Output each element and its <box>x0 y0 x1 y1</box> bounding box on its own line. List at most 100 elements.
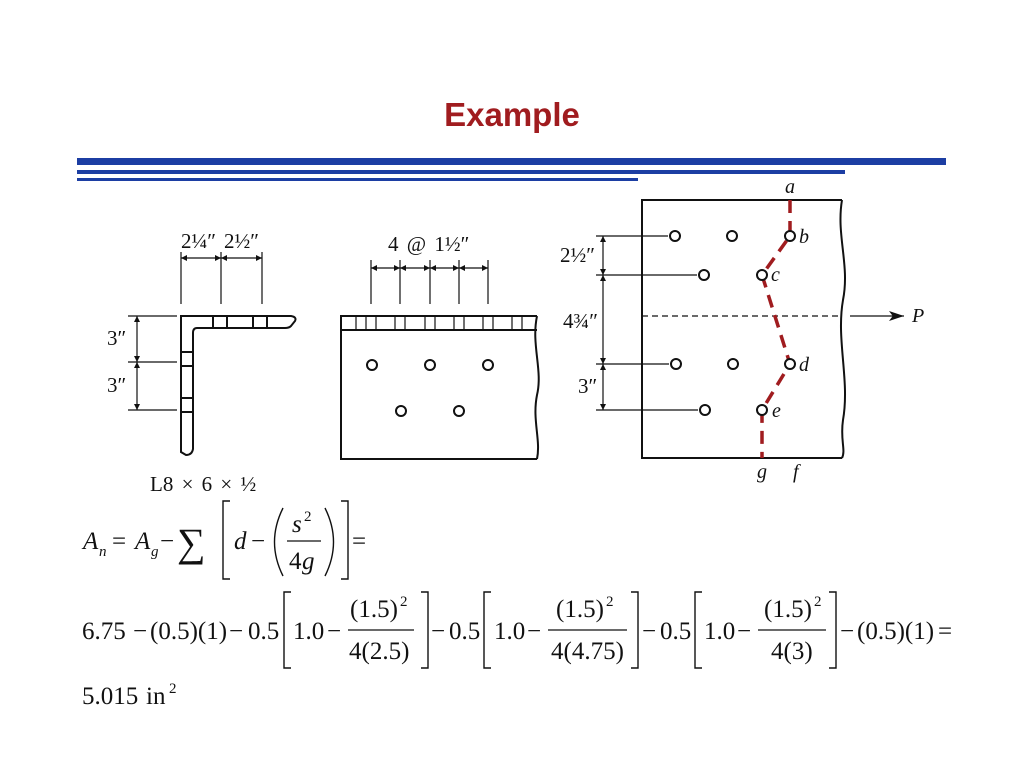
bolt-hole <box>784 230 796 242</box>
path-point-label-a: a <box>785 176 795 198</box>
gross-area-symbol: A <box>133 528 151 555</box>
gage-symbol: g <box>302 548 315 575</box>
gage-coefficient: 4 <box>289 548 302 575</box>
thickness-value: 0.5 <box>660 618 691 645</box>
bolt-hole-mark <box>180 397 194 413</box>
minus-sign: − <box>133 618 147 645</box>
stagger-exponent: 2 <box>606 594 614 610</box>
net-area-formula: A n = A g − ∑ d − s 2 4 g = <box>81 500 366 580</box>
right-parenthesis <box>324 507 335 577</box>
left-bracket <box>283 591 291 669</box>
staggered-plate-figure: 2½″ 4¾″ 3″ P a b c d e g f <box>560 176 924 483</box>
path-point-label-b: b <box>799 226 809 248</box>
title-rule-thick <box>77 158 946 165</box>
minus-sign: − <box>327 618 341 645</box>
equals-sign: = <box>352 528 366 555</box>
gross-area-subscript: g <box>151 544 159 560</box>
bolt-hole <box>366 359 378 371</box>
path-point-label-g: g <box>757 461 767 483</box>
bolt-hole <box>670 358 682 370</box>
net-area-subscript: n <box>99 544 107 560</box>
plate-outline <box>641 199 842 459</box>
bolt-hole <box>669 230 681 242</box>
leg-break-line <box>534 315 540 460</box>
left-bracket <box>694 591 702 669</box>
minus-sign: − <box>737 618 751 645</box>
gage-label: 3″ <box>107 326 126 350</box>
bolt-hole <box>698 269 710 281</box>
first-hole-deduction: (0.5)(1) <box>150 618 227 645</box>
left-bracket <box>483 591 491 669</box>
gage-spacing-label: 3″ <box>578 374 597 398</box>
bolt-hole-mark <box>252 315 268 329</box>
title-rule-medium <box>77 170 845 174</box>
result-unit: in <box>146 683 166 710</box>
bolt-hole <box>424 359 436 371</box>
minus-sign: − <box>229 618 243 645</box>
hole-diameter-symbol: d <box>234 528 247 555</box>
net-area-symbol: A <box>81 528 99 555</box>
diameter-value: 1.0 <box>704 618 735 645</box>
gage-value: 4(4.75) <box>551 638 624 665</box>
angle-leg-view-figure: 4 @ 1½″ <box>340 232 540 460</box>
bolt-hole <box>756 404 768 416</box>
thickness-value: 0.5 <box>248 618 279 645</box>
bolt-hole-mark <box>212 315 228 329</box>
minus-sign: − <box>431 618 445 645</box>
pitch-label: 4 @ 1½″ <box>388 232 469 256</box>
stagger-exponent: 2 <box>304 509 312 525</box>
leg-spacing-label: 2¼″ <box>181 229 216 253</box>
last-hole-deduction: (0.5)(1) <box>857 618 934 645</box>
summation-sign: ∑ <box>177 520 206 565</box>
path-point-label-c: c <box>771 264 780 286</box>
bolt-hole <box>784 358 796 370</box>
minus-sign: − <box>527 618 541 645</box>
path-point-label-f: f <box>793 461 801 483</box>
stagger-value: (1.5) <box>764 596 812 623</box>
gage-label: 3″ <box>107 373 126 397</box>
result-unit-exponent: 2 <box>169 681 177 697</box>
diameter-value: 1.0 <box>293 618 324 645</box>
title-rule-thin <box>77 178 638 181</box>
right-bracket <box>631 591 639 669</box>
thickness-value: 0.5 <box>449 618 480 645</box>
result-line: 5.015 in 2 <box>82 681 177 710</box>
stagger-exponent: 2 <box>814 594 822 610</box>
leg-spacing-label: 2½″ <box>224 229 259 253</box>
stagger-symbol: s <box>292 511 302 538</box>
load-label: P <box>911 305 924 327</box>
bolt-hole <box>395 405 407 417</box>
equals-sign: = <box>938 618 952 645</box>
leg-outline <box>340 315 537 460</box>
left-parenthesis <box>273 507 284 577</box>
result-value: 5.015 <box>82 683 138 710</box>
right-bracket <box>829 591 837 669</box>
path-point-label-e: e <box>772 400 781 422</box>
equals-sign: = <box>112 528 126 555</box>
gage-value: 4(2.5) <box>349 638 409 665</box>
right-bracket <box>341 500 349 580</box>
bolt-hole <box>756 269 768 281</box>
minus-sign: − <box>840 618 854 645</box>
minus-sign: − <box>160 528 174 555</box>
substitution-equation: 6.75 − (0.5)(1) − 0.5 1.0 − (1.5) 2 4(2.… <box>82 591 952 669</box>
plate-break-line <box>839 199 846 459</box>
angle-section-figure: 2¼″ 2½″ 3″ 3″ L8 × 6 × ½ <box>107 229 297 496</box>
bolt-hole <box>453 405 465 417</box>
gage-value: 4(3) <box>771 638 813 665</box>
gage-spacing-label: 2½″ <box>560 243 595 267</box>
gross-area-value: 6.75 <box>82 618 126 645</box>
angle-outline <box>180 315 297 457</box>
bolt-hole <box>727 358 739 370</box>
diameter-value: 1.0 <box>494 618 525 645</box>
left-bracket <box>222 500 230 580</box>
slide-title: Example <box>444 96 580 133</box>
stagger-value: (1.5) <box>556 596 604 623</box>
minus-sign: − <box>251 528 265 555</box>
bolt-hole <box>726 230 738 242</box>
minus-sign: − <box>642 618 656 645</box>
angle-designation: L8 × 6 × ½ <box>150 472 256 496</box>
bolt-hole <box>699 404 711 416</box>
bolt-hole <box>482 359 494 371</box>
